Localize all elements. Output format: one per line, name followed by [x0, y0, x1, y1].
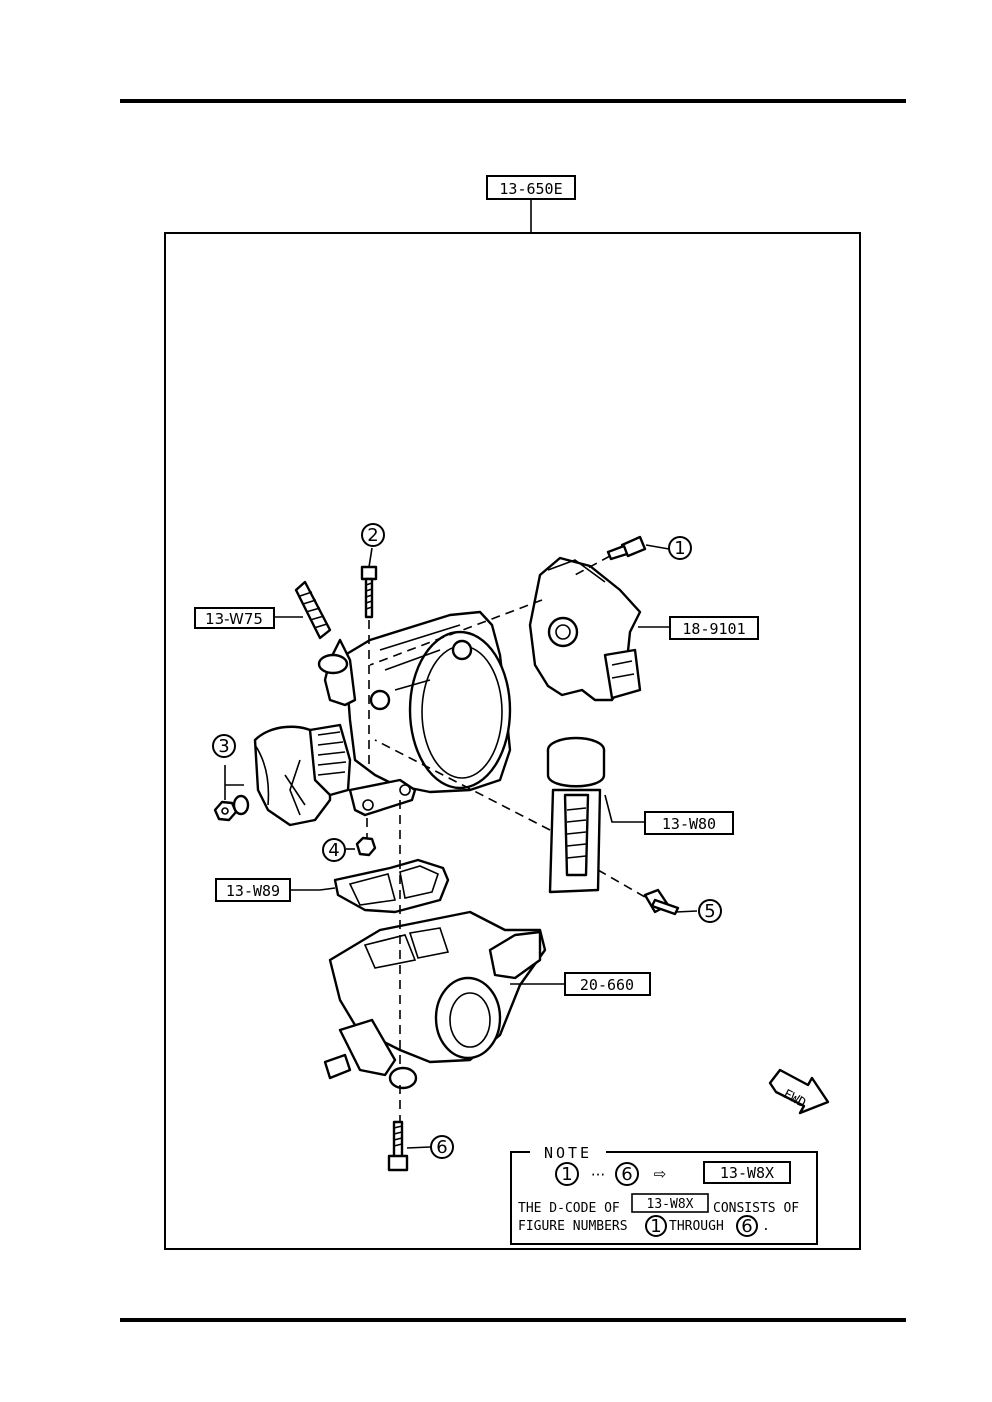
note-heading: NOTE	[544, 1144, 592, 1162]
valve-13-W80-part	[546, 736, 606, 894]
note-line1-b: CONSISTS OF	[713, 1201, 799, 1216]
screw-1-part	[606, 535, 647, 561]
diagram-frame	[164, 232, 861, 1250]
note-line2-mid: THROUGH	[669, 1219, 724, 1234]
bolt-5-dash-leader	[597, 869, 646, 898]
note-line2-n1: 1	[650, 1216, 661, 1237]
label-18-9101-text: 18-9101	[682, 620, 745, 638]
sensor-dash-leader-1	[369, 599, 543, 666]
callout-1-text: 1	[674, 538, 685, 559]
w89-leader	[290, 887, 336, 891]
label-18-9101[interactable]: 18-9101	[669, 616, 759, 640]
note-code-box[interactable]: 13-W8X	[703, 1161, 791, 1184]
chamber-20-660-part	[323, 910, 547, 1090]
label-13-W75[interactable]: 13-W75	[194, 607, 275, 629]
note-line1-code-box[interactable]: 13-W8X	[631, 1193, 709, 1213]
label-20-660[interactable]: 20-660	[564, 972, 651, 996]
callout-5[interactable]: 5	[698, 899, 722, 923]
callout-2-text: 2	[367, 525, 378, 546]
callout-3[interactable]: 3	[212, 734, 236, 758]
callout-3-text: 3	[218, 736, 229, 757]
top-rule	[120, 99, 906, 103]
note-line1-a: THE D-CODE OF	[518, 1201, 620, 1216]
bolt-2-part	[360, 565, 378, 619]
w80-leader	[604, 794, 645, 823]
callout-6-leader	[406, 1146, 431, 1149]
header-code-text: 13-650E	[499, 180, 562, 198]
header-code-box[interactable]: 13-650E	[486, 175, 576, 200]
callout-4-text: 4	[328, 840, 339, 861]
label-13-W89-text: 13-W89	[226, 882, 280, 900]
label-20-660-text: 20-660	[580, 976, 634, 994]
callout-5-text: 5	[704, 901, 715, 922]
gasket-13-W89-part	[333, 858, 450, 914]
note-line2-end: .	[762, 1219, 770, 1234]
callout-1-leader	[645, 544, 670, 550]
note-line2-a: FIGURE NUMBERS	[518, 1219, 628, 1234]
chamber-hose-nipple	[338, 1018, 397, 1077]
note-range-from: 1	[561, 1164, 572, 1185]
throttle-position-sensor-part	[528, 556, 642, 702]
note-line2-n2: 6	[741, 1216, 752, 1237]
sensor-13-W75-part	[294, 580, 332, 640]
label-13-W75-text: 13-W75	[205, 610, 263, 628]
label-13-W80-text: 13-W80	[662, 815, 716, 833]
bolt-6-part	[387, 1120, 409, 1172]
callout-6[interactable]: 6	[430, 1135, 454, 1159]
callout-1[interactable]: 1	[668, 536, 692, 560]
throttle-pulley	[253, 723, 352, 827]
callout-2-leader	[368, 547, 373, 568]
nut-4-part	[355, 836, 377, 857]
callout-2[interactable]: 2	[361, 523, 385, 547]
bottom-rule	[120, 1318, 906, 1322]
note-arrow-icon: ⇨	[654, 1165, 667, 1183]
label-13-W89[interactable]: 13-W89	[215, 878, 291, 902]
label-13-W80[interactable]: 13-W80	[644, 811, 734, 835]
callout-4[interactable]: 4	[322, 838, 346, 862]
note-line2-n1-circle	[645, 1215, 667, 1237]
callout-6-text: 6	[436, 1137, 447, 1158]
note-range-to: 6	[621, 1164, 632, 1185]
nut-3-part	[213, 794, 250, 822]
note-line2-n2-circle	[736, 1215, 758, 1237]
fwd-arrow-icon: FWD	[768, 1068, 830, 1115]
note-code-text: 13-W8X	[720, 1164, 774, 1182]
bolt-5-part	[643, 888, 680, 916]
note-range-dots: ···	[591, 1166, 605, 1184]
note-range-to-circle	[615, 1162, 639, 1186]
callout-5-leader	[675, 910, 698, 913]
screw-1-dash-leader	[574, 555, 611, 576]
note-box: NOTE 1 ··· 6 ⇨ 13-W8X THE D-CODE OF 13-W…	[510, 1144, 818, 1245]
note-range-from-circle	[555, 1162, 579, 1186]
throttle-body	[317, 610, 512, 817]
note-line1-code: 13-W8X	[647, 1197, 694, 1212]
valve-dash-leader	[374, 739, 551, 831]
sensor-connector	[603, 648, 642, 700]
